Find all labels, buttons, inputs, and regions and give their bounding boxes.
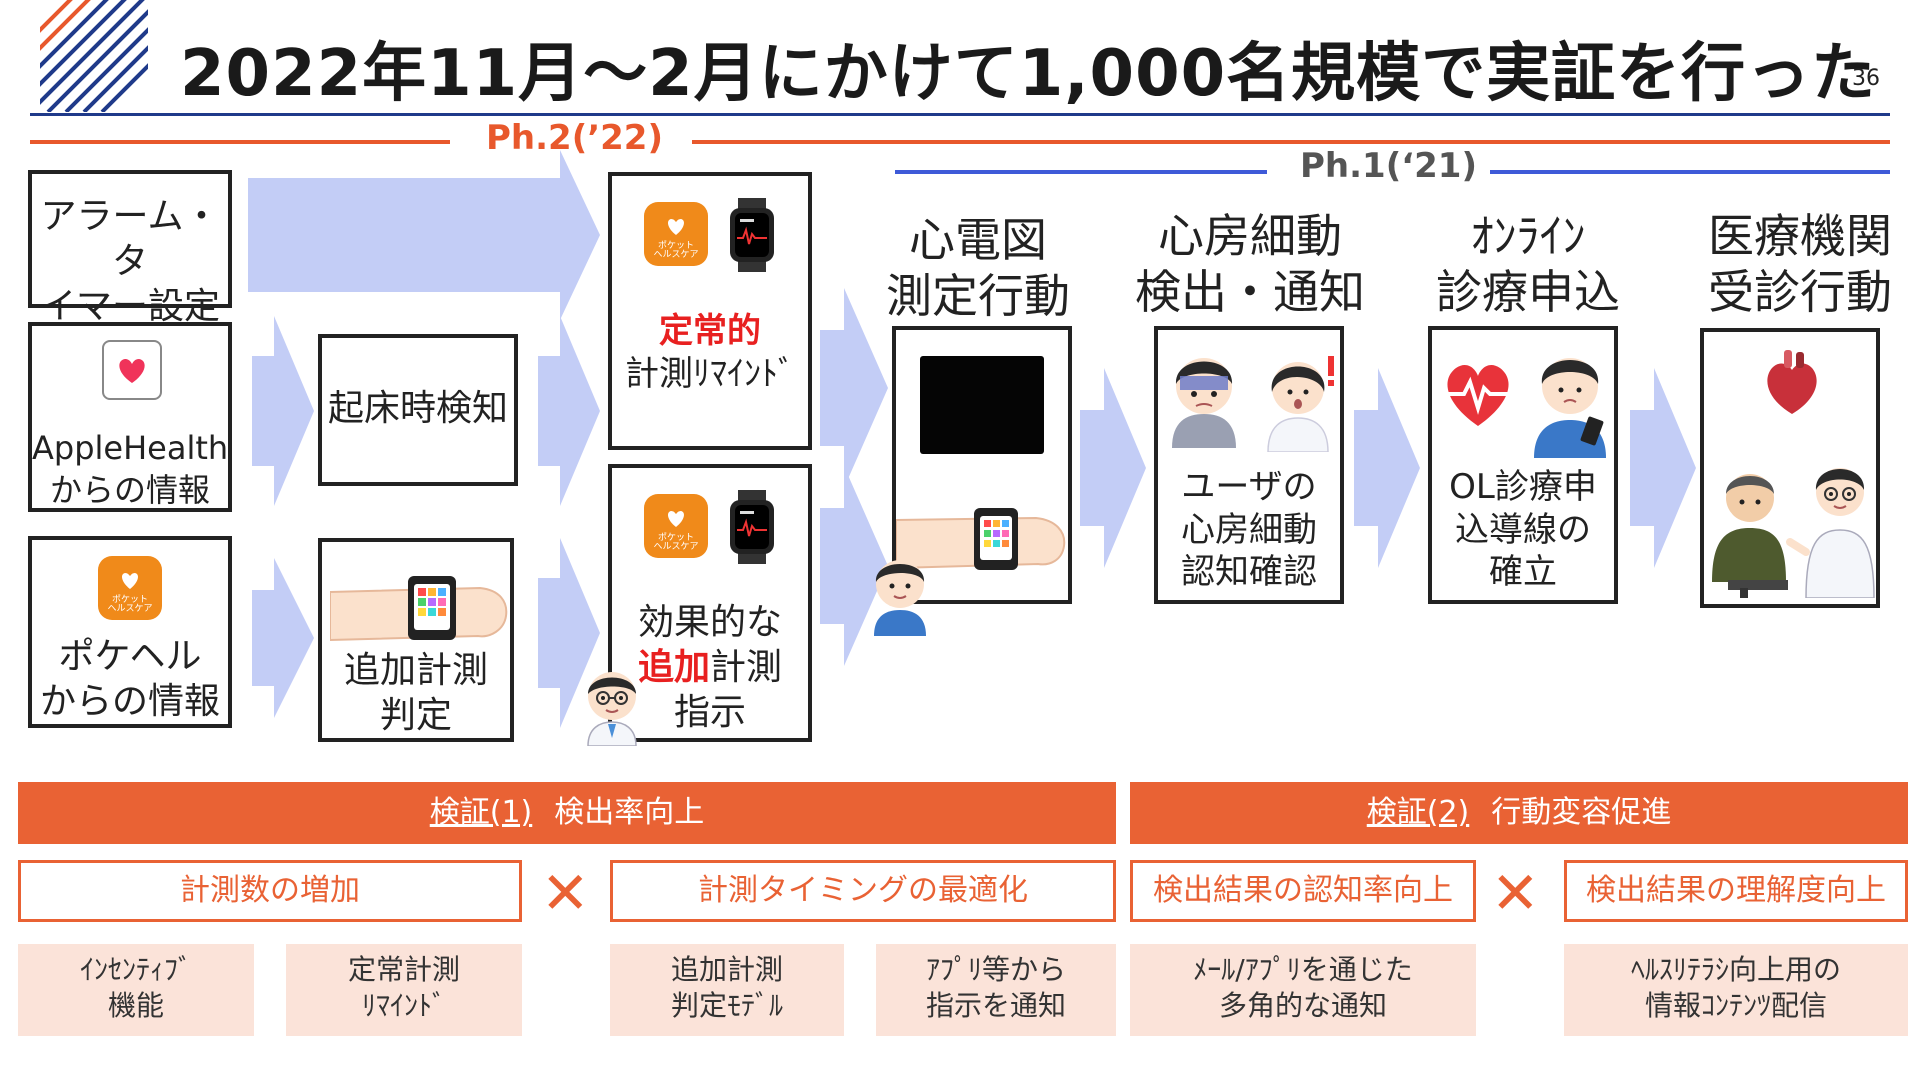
- verification-2-banner: 検証(2) 行動変容促進: [1130, 782, 1908, 844]
- verification-1-label: 検証(1): [429, 795, 533, 830]
- input-box-applehealth: AppleHealth からの情報: [28, 322, 232, 512]
- doctor-illustration: [587, 672, 637, 746]
- measure-additional-model: 追加計測 判定ﾓﾃﾞﾙ: [610, 944, 844, 1036]
- detect-wakeup-label: 起床時検知: [327, 388, 508, 429]
- detect-judgement-label: 追加計測 判定: [343, 650, 488, 736]
- title-underline: [30, 113, 1890, 116]
- step-hospital-heading: 医療機関 受診行動: [1708, 209, 1892, 320]
- phase2-line-left: [30, 140, 450, 144]
- step-af-body: ユーザの 心房細動 認知確認: [1181, 467, 1317, 592]
- input-alarm-label: アラーム・タ イマー設定: [39, 196, 220, 327]
- arrow-judgement-to-instruction: [538, 538, 600, 728]
- pocket-healthcare-app-icon: ポケット ヘルスケア: [644, 202, 708, 266]
- reminder-instruction-line3: 指示: [673, 692, 746, 733]
- phase1-line-right: [1490, 170, 1890, 174]
- measure-app-notification: ｱﾌﾟﾘ等から 指示を通知: [876, 944, 1116, 1036]
- input-box-alarm: アラーム・タ イマー設定: [28, 170, 232, 327]
- cross-mark: ✕: [1491, 859, 1540, 927]
- reminder-instruction-highlight: 追加: [637, 647, 710, 688]
- step-online-body: OL診療申 込導線の 確立: [1449, 467, 1597, 592]
- phase2-line-right: [692, 140, 1890, 144]
- measure-health-literacy-content: ﾍﾙｽﾘﾃﾗｼ向上用の 情報ｺﾝﾃﾝﾂ配信: [1564, 944, 1908, 1036]
- phase1-label: Ph.1(‘21): [1300, 146, 1478, 186]
- verification-2-title: 行動変容促進: [1491, 795, 1672, 830]
- input-applehealth-label: AppleHealth からの情報: [32, 429, 229, 509]
- pocket-healthcare-app-icon: ポケット ヘルスケア: [644, 494, 708, 558]
- reminder-regular-highlight: 定常的: [659, 311, 761, 351]
- surprised-woman-illustration: [1267, 356, 1334, 452]
- goal-result-awareness: 検出結果の認知率向上: [1130, 860, 1476, 922]
- phase1-line-left: [895, 170, 1267, 174]
- patient-doctor-consultation-illustration: [1712, 468, 1875, 598]
- apple-health-icon: [102, 340, 162, 400]
- user-illustration: [874, 560, 926, 636]
- ecg-screen-image: [920, 356, 1044, 454]
- goal-measurement-count: 計測数の増加: [18, 860, 522, 922]
- step-ecg-box: [892, 326, 1072, 604]
- user-with-phone-illustration: [1534, 358, 1606, 458]
- verification-2-label: 検証(2): [1366, 795, 1470, 830]
- heart-ecg-icon: [1446, 365, 1510, 426]
- step-af-heading: 心房細動 検出・通知: [1135, 209, 1365, 320]
- reminder-instruction-rest: 計測: [710, 647, 783, 688]
- detect-box-judgement: 追加計測 判定: [318, 538, 514, 742]
- wrist-watch-illustration: [330, 576, 508, 642]
- wrist-watch-illustration: [896, 508, 1066, 570]
- step-hospital-box: [1700, 328, 1880, 608]
- arrow-alarm-to-reminder: [248, 150, 600, 320]
- smartwatch-icon: [730, 198, 774, 272]
- measure-incentive: ｲﾝｾﾝﾃｨﾌﾞ 機能: [18, 944, 254, 1036]
- worried-person-illustration: [1172, 358, 1236, 448]
- arrow-wakeup-to-reminder: [538, 316, 600, 506]
- reminder-box-instruction: ポケット ヘルスケア 効果的な追加計測指示: [608, 464, 812, 742]
- arrow-step2-to-step3: [1354, 368, 1420, 568]
- page-title: 2022年11月〜2月にかけて1,000名規模で実証を行った: [180, 37, 1877, 111]
- measure-multichannel-notification: ﾒｰﾙ/ｱﾌﾟﾘを通じた 多角的な通知: [1130, 944, 1476, 1036]
- step-online-heading: ｵﾝﾗｲﾝ 診療申込: [1436, 209, 1620, 320]
- input-box-pokeheru: ポケット ヘルスケア ポケヘル からの情報: [28, 536, 232, 728]
- step-ecg-heading: 心電図 測定行動: [886, 213, 1070, 324]
- phase2-label: Ph.2(’22): [486, 118, 664, 158]
- step-online-box: OL診療申 込導線の 確立: [1428, 326, 1618, 604]
- page-number: 36: [1852, 66, 1880, 91]
- verification-1-banner: 検証(1) 検出率向上: [18, 782, 1116, 844]
- reminder-instruction-text: 効果的な追加計測指示: [612, 600, 808, 735]
- goal-result-understanding: 検出結果の理解度向上: [1564, 860, 1908, 922]
- smartwatch-icon: [730, 490, 774, 564]
- reminder-regular-text: 定常的計測ﾘﾏｲﾝﾄﾞ: [612, 310, 808, 395]
- arrow-step1-to-step2: [1080, 368, 1146, 568]
- header-hatch-decoration: [40, 0, 148, 112]
- detect-box-wakeup: 起床時検知: [318, 334, 518, 486]
- arrow-instruction-to-ecg: [820, 466, 888, 666]
- anatomical-heart-icon: [1767, 350, 1817, 414]
- arrow-step3-to-step4: [1630, 368, 1696, 568]
- step-af-box: ユーザの 心房細動 認知確認: [1154, 326, 1344, 604]
- cross-mark: ✕: [541, 859, 590, 927]
- verification-1-title: 検出率向上: [554, 795, 705, 830]
- reminder-box-regular: ポケット ヘルスケア 定常的計測ﾘﾏｲﾝﾄﾞ: [608, 172, 812, 450]
- arrow-applehealth-to-wakeup: [252, 316, 314, 506]
- arrow-pokeheru-to-judgement: [252, 558, 314, 718]
- pocket-healthcare-app-icon: ポケット ヘルスケア: [98, 556, 162, 620]
- input-pokeheru-label: ポケヘル からの情報: [39, 636, 220, 722]
- reminder-instruction-line1: 効果的な: [637, 602, 782, 643]
- goal-measurement-timing: 計測タイミングの最適化: [610, 860, 1116, 922]
- measure-regular-reminder: 定常計測 ﾘﾏｲﾝﾄﾞ: [286, 944, 522, 1036]
- reminder-regular-rest: 計測ﾘﾏｲﾝﾄﾞ: [625, 353, 795, 394]
- arrow-reminder-to-ecg: [820, 288, 888, 488]
